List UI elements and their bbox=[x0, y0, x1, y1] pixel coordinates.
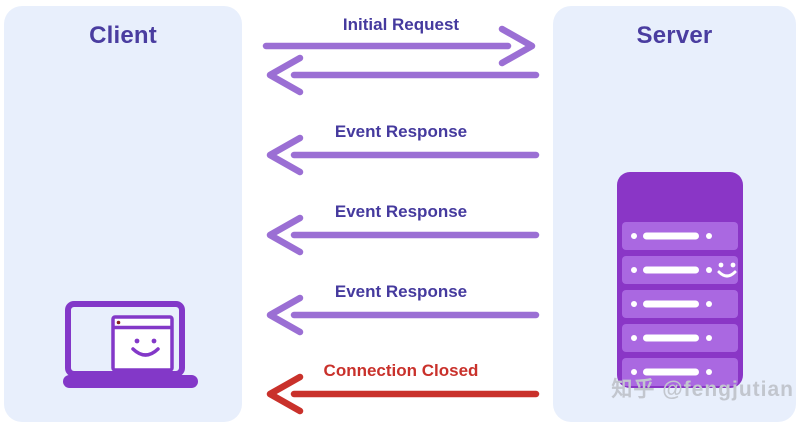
client-panel-title: Client bbox=[89, 22, 157, 49]
left-arrow-icon bbox=[266, 214, 540, 256]
message-label-initial-request: Initial Request bbox=[342, 15, 460, 34]
watermark: 知乎 @fengjutian bbox=[611, 378, 794, 401]
message-label-event-response: Event Response bbox=[334, 202, 468, 221]
message-label-event-response: Event Response bbox=[334, 282, 468, 301]
message-label-connection-closed: Connection Closed bbox=[323, 361, 479, 380]
server-rack-smiley-icon bbox=[617, 172, 743, 388]
right-arrow-icon bbox=[262, 25, 536, 67]
left-arrow-icon bbox=[266, 134, 540, 176]
left-arrow-icon bbox=[266, 294, 540, 336]
left-arrow-icon bbox=[266, 54, 540, 96]
laptop-browser-smiley-icon bbox=[63, 301, 198, 388]
server-panel-title: Server bbox=[636, 22, 713, 49]
left-arrow-icon bbox=[266, 373, 540, 415]
message-label-event-response: Event Response bbox=[334, 122, 468, 141]
message-label-empty bbox=[260, 0, 542, 22]
